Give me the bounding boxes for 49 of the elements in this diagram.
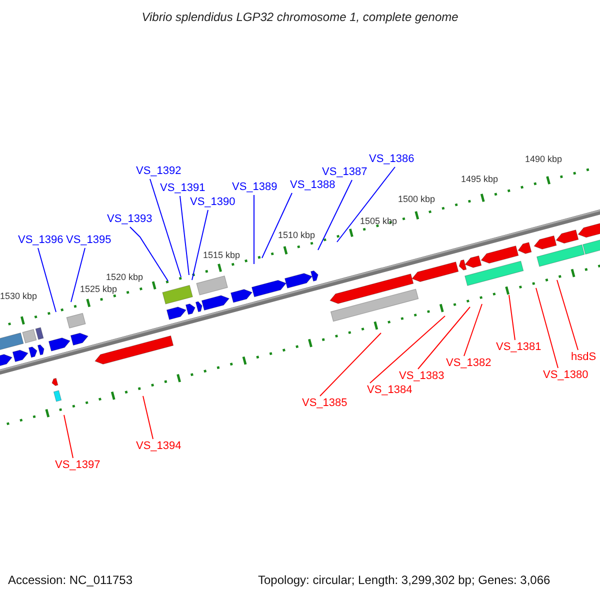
scale-label: 1495 kbp: [461, 173, 498, 186]
leader-line: [464, 304, 482, 356]
gene-label: VS_1390: [190, 196, 236, 209]
leader-line: [336, 166, 396, 242]
leader-line: [70, 248, 86, 302]
leader-line: [556, 280, 578, 350]
gene-label: VS_1382: [446, 357, 492, 370]
gene-label: VS_1385: [302, 397, 348, 410]
scale-label: 1525 kbp: [80, 283, 118, 296]
gene-label: VS_1397: [55, 459, 100, 472]
leader-line: [192, 210, 208, 280]
gene-label: VS_1396: [18, 234, 64, 247]
leader-line: [180, 196, 190, 276]
gene-label: VS_1392: [136, 165, 182, 178]
diagram-title: Vibrio splendidus LGP32 chromosome 1, complete genome: [140, 11, 460, 24]
gene-label: VS_1394: [136, 440, 182, 453]
gene-label: VS_1384: [367, 384, 412, 397]
leader-line: [370, 316, 446, 384]
gene-label: VS_1395: [66, 234, 112, 247]
scale-label: 1500 kbp: [398, 193, 436, 206]
gene-label: VS_1388: [290, 179, 336, 192]
leader-line: [536, 288, 558, 368]
leader-line: [150, 178, 182, 278]
gene-label: VS_1391: [160, 182, 206, 195]
gene-label: VS_1393: [107, 213, 152, 226]
leader-line: [418, 306, 470, 370]
scale-label: 1520 kbp: [106, 271, 144, 284]
leader-line: [142, 396, 154, 440]
genome-info-text: Topology: circular; Length: 3,299,302 bp; Genes: 3,066: [258, 574, 550, 587]
scale-label: 1510 kbp: [278, 229, 316, 242]
accession-text: Accession: NC_011753: [8, 574, 133, 587]
gene-label: VS_1380: [543, 369, 588, 382]
leader-line: [318, 180, 352, 250]
leader-line: [130, 226, 168, 282]
leader-line: [508, 294, 516, 340]
scale-label: 1515 kbp: [203, 249, 240, 262]
scale-label: 1505 kbp: [360, 215, 398, 228]
leader-line: [64, 414, 74, 458]
scale-label: 1530 kbp: [0, 290, 38, 303]
gene-label: VS_1383: [399, 370, 444, 383]
gene-label: VS_1381: [496, 341, 542, 354]
gene-label: VS_1386: [369, 153, 414, 166]
leader-line: [38, 248, 56, 312]
scale-label: 1490 kbp: [525, 153, 562, 166]
leader-line: [320, 332, 382, 396]
leader-line: [262, 192, 292, 258]
gene-label: hsdS: [571, 351, 596, 364]
gene-label: VS_1387: [322, 166, 368, 179]
gene-label: VS_1389: [232, 181, 278, 194]
